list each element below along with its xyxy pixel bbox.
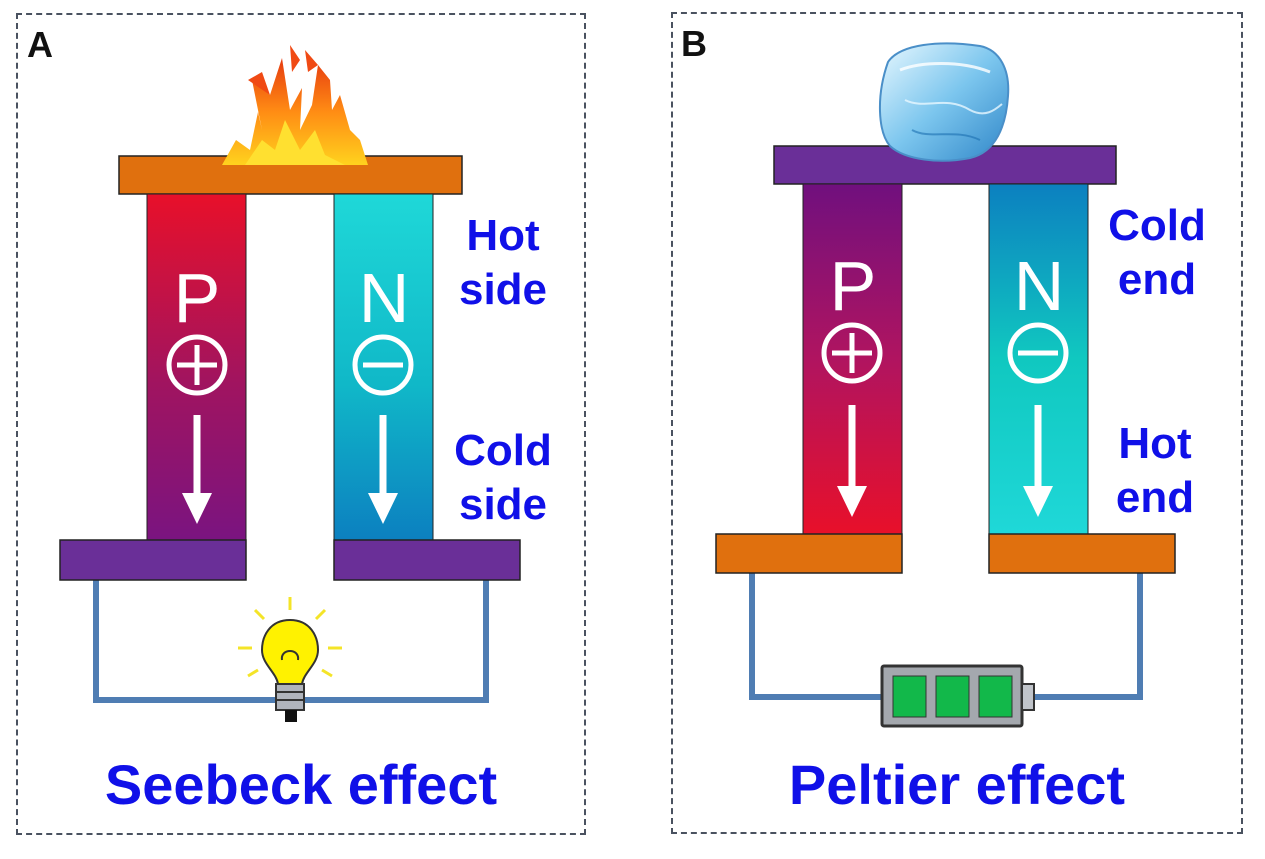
panel-letter-a: A <box>27 24 53 65</box>
down-arrow-icon <box>837 405 867 517</box>
panel-peltier <box>671 12 1243 834</box>
down-arrow-icon <box>182 415 212 524</box>
down-arrow-icon <box>1023 405 1053 517</box>
bottom-plate-right <box>988 533 1176 574</box>
caption-peltier: Peltier effect <box>788 753 1126 816</box>
n-type-label: N <box>1013 247 1065 325</box>
caption-seebeck: Seebeck effect <box>104 753 498 816</box>
bottom-plate-right <box>333 539 521 581</box>
minus-charge-icon <box>352 334 414 396</box>
light-bulb-icon <box>238 597 342 722</box>
label-line: side <box>458 479 548 529</box>
p-type-label: P <box>173 259 221 337</box>
down-arrow-icon <box>368 415 398 524</box>
minus-charge-icon <box>1007 322 1069 384</box>
label-line: side <box>458 264 548 314</box>
flame-icon <box>222 45 368 165</box>
label-line: end <box>1117 254 1197 304</box>
p-type-label: P <box>829 247 877 325</box>
hot-side-label: Hot side <box>443 209 563 316</box>
plus-charge-icon <box>166 334 228 396</box>
label-line: Cold <box>454 426 552 475</box>
panel-seebeck <box>16 13 586 835</box>
panel-letter-b: B <box>681 23 707 64</box>
label-line: end <box>1115 472 1195 522</box>
n-type-label: N <box>358 259 410 337</box>
plus-charge-icon <box>821 322 883 384</box>
ice-cube-icon <box>879 42 1010 162</box>
hot-end-label: Hot end <box>1100 417 1210 524</box>
label-line: Hot <box>466 211 540 260</box>
label-line: Hot <box>1118 419 1192 468</box>
bottom-plate-left <box>715 533 903 574</box>
cold-end-label: Cold end <box>1095 199 1219 306</box>
battery-icon <box>880 664 1035 728</box>
cold-side-label: Cold side <box>440 424 566 531</box>
bottom-plate-left <box>59 539 247 581</box>
label-line: Cold <box>1108 201 1206 250</box>
